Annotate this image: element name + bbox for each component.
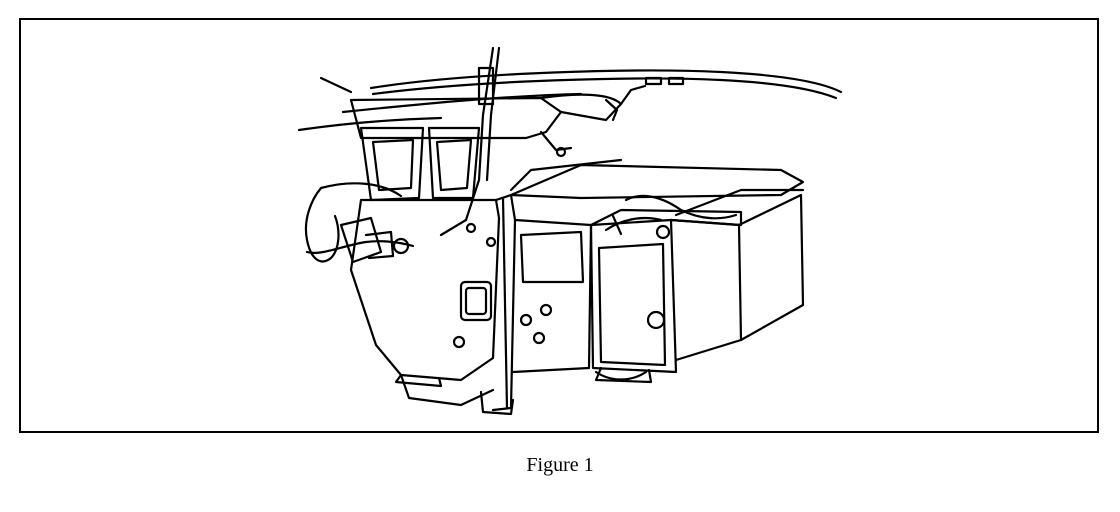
box-bottom	[399, 373, 495, 407]
blower-knob	[646, 310, 666, 330]
harness-loop	[304, 186, 340, 263]
foot-center	[479, 390, 515, 416]
bolt-c	[452, 335, 466, 349]
cabinet-window	[519, 230, 585, 284]
cabinet-bolt-1	[519, 313, 533, 327]
upper-fastener	[555, 146, 567, 158]
windshield-clip-2	[667, 76, 685, 86]
hose-clamp	[611, 214, 623, 236]
vent-inner-right	[435, 138, 473, 192]
antenna-rod-2	[485, 46, 501, 182]
figure-illustration	[297, 46, 843, 416]
center-post-line	[501, 196, 509, 410]
bracket-bottom	[594, 370, 648, 381]
module-right	[737, 193, 805, 342]
vent-inner-left	[371, 138, 415, 192]
upper-bracket	[539, 130, 573, 152]
box-front	[349, 198, 501, 382]
hose-1	[604, 216, 663, 232]
inspection-port-inner	[464, 286, 488, 316]
antenna-rod	[439, 46, 495, 237]
foot-left	[394, 373, 443, 388]
connector-body	[339, 216, 383, 264]
figure-caption: Figure 1	[526, 454, 594, 476]
vent-outer-right	[427, 126, 481, 200]
harness-line	[319, 182, 403, 198]
bracket-right	[604, 98, 619, 122]
cowl-left	[319, 76, 353, 94]
module-front	[669, 218, 743, 362]
cowl-rail	[341, 92, 583, 114]
bolt-b	[485, 236, 497, 248]
cabinet-bolt-3	[532, 331, 546, 345]
cabinet-front	[511, 218, 593, 374]
connector-bolt	[392, 237, 410, 255]
housing-upper	[349, 96, 563, 140]
hose-2	[624, 194, 738, 220]
hose-fitting	[655, 224, 671, 240]
bolt-a	[465, 222, 477, 234]
blower-inner	[597, 242, 667, 367]
cabinet-rail	[509, 158, 623, 192]
harness-cable	[305, 240, 415, 254]
cowl-support	[619, 84, 647, 106]
cabinet-bolt-2	[539, 303, 553, 317]
windshield-clip-1	[644, 76, 663, 86]
module-top	[674, 188, 805, 217]
cowl-top	[369, 69, 843, 94]
antenna-wire-left	[297, 116, 443, 132]
cowl-top-inner	[371, 77, 838, 100]
bracket-bottom-2	[594, 366, 653, 384]
inspection-port	[459, 280, 493, 322]
blower-front	[589, 218, 678, 374]
figure-frame	[19, 18, 1099, 433]
connector-clamp	[364, 230, 395, 260]
cabinet-top	[509, 163, 805, 200]
antenna-clip	[477, 66, 495, 106]
vent-outer-left	[359, 126, 425, 202]
